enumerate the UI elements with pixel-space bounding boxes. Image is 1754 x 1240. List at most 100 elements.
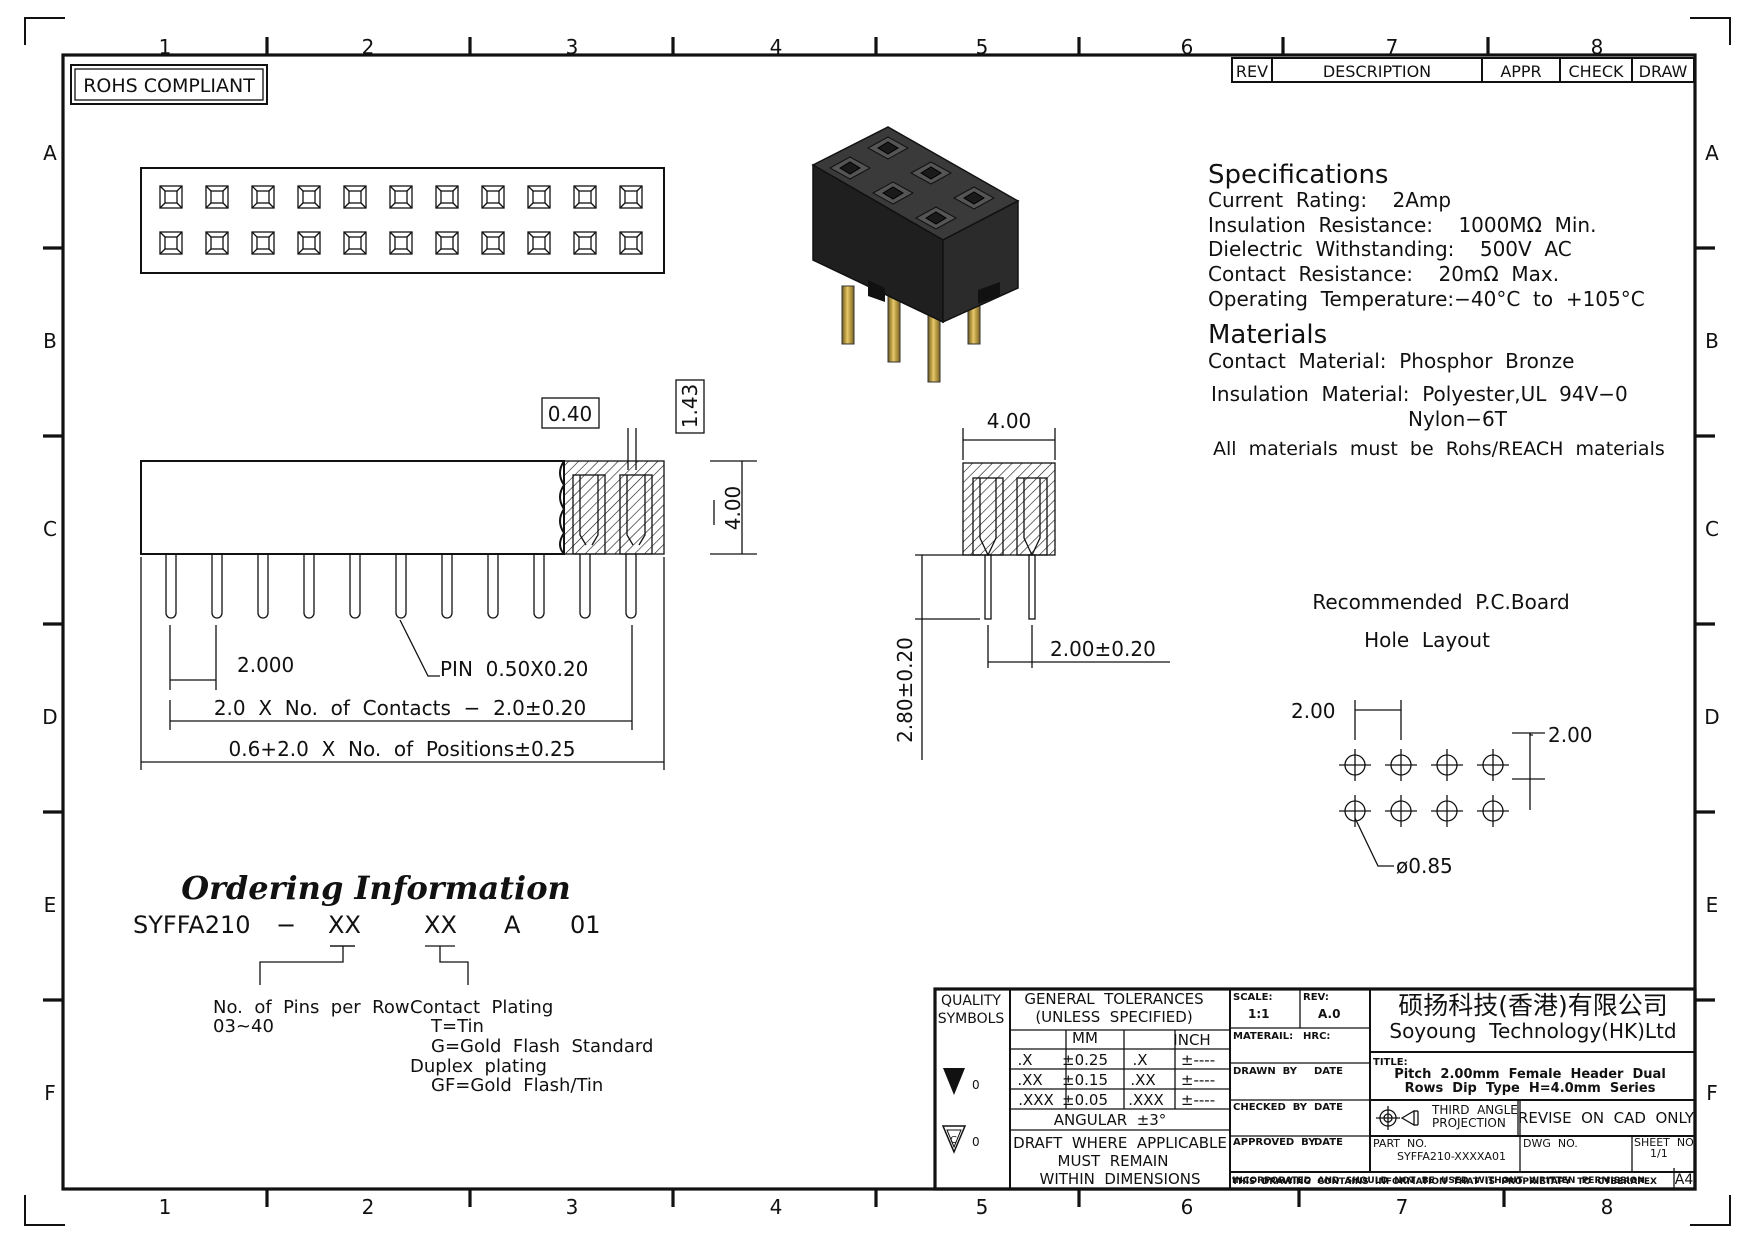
side-view-dimensions: 0.40 1.43 4.00 2.000 PIN 0.50X0.20 2.0 X…: [140, 379, 757, 770]
top-view-cavity: [389, 185, 413, 209]
zone-col-top-1: 1: [159, 35, 172, 59]
zone-ticks: [43, 37, 1715, 1207]
checked-date: DATE: [1314, 1102, 1343, 1113]
spec-dielectric: Dielectric Withstanding: 500V AC: [1208, 237, 1572, 261]
corner-marks: [24, 17, 1731, 1226]
side-view-pin: [257, 554, 269, 619]
side-view-pin: [579, 554, 591, 619]
tol-x-inch: .X: [1132, 1051, 1147, 1069]
zone-col-top-8: 8: [1591, 35, 1604, 59]
zone-col-bottom-7: 7: [1396, 1195, 1409, 1219]
ordering-plating-t: T=Tin: [430, 1016, 484, 1037]
title-block: QUALITY SYMBOLS 0 C 0 GENERAL TOLERANCES…: [933, 987, 1697, 1191]
symbols-label: SYMBOLS: [938, 1011, 1005, 1027]
pcb-hole: [1385, 749, 1417, 781]
scale-label: SCALE:: [1233, 992, 1272, 1003]
pcb-title-2: Hole Layout: [1364, 628, 1490, 652]
symbol-v2-value: 0: [972, 1135, 980, 1149]
zone-col-top-7: 7: [1386, 35, 1399, 59]
zone-row-right-a: A: [1705, 141, 1719, 165]
tol-x-val: ±0.25: [1062, 1051, 1108, 1069]
symbol-v1-value: 0: [972, 1078, 980, 1092]
material-label: MATERAIL:: [1233, 1031, 1293, 1042]
pcb-hole: [1339, 795, 1371, 827]
dim-pin: PIN 0.50X0.20: [440, 657, 588, 681]
top-view-cavity: [343, 231, 367, 255]
top-view-cavity: [251, 185, 275, 209]
dwg-no-label: DWG NO.: [1523, 1137, 1578, 1150]
ordering-plating-gf: GF=Gold Flash/Tin: [431, 1075, 603, 1096]
materials-heading: Materials: [1208, 320, 1327, 350]
pcb-hole-layout: Recommended P.C.Board Hole Layout 2.00 2…: [1291, 590, 1593, 878]
rohs-badge: ROHS COMPLIANT: [70, 64, 268, 105]
zone-col-top-2: 2: [362, 35, 375, 59]
iso-cavity: [914, 206, 958, 230]
side-view-pin: [487, 554, 499, 619]
iso-cavity: [871, 181, 915, 205]
zone-row-left-f: F: [44, 1081, 56, 1105]
side-view-pin: [349, 554, 361, 619]
title-label: TITLE:: [1373, 1057, 1408, 1068]
zone-row-left-d: D: [42, 705, 57, 729]
code-01: 01: [570, 911, 601, 939]
approved-date: DATE: [1314, 1137, 1343, 1148]
code-dash: −: [276, 911, 296, 939]
top-view: [140, 167, 665, 274]
ordering-plating-duplex: Duplex plating: [410, 1056, 547, 1077]
ordering-pins-label: No. of Pins per Row: [213, 997, 410, 1018]
connector-3d-render: [811, 126, 1020, 383]
code-pins: XX: [328, 911, 361, 939]
side-view-pin: [533, 554, 545, 619]
zone-col-top-3: 3: [566, 35, 579, 59]
spec-insulation-resistance: Insulation Resistance: 1000MΩ Min.: [1208, 213, 1596, 237]
dim-tail: 2.80±0.20: [893, 637, 917, 743]
symbol-c: C: [950, 1135, 957, 1146]
revise-on-cad: REVISE ON CAD ONLY: [1518, 1109, 1695, 1127]
dim-pitch: 2.000: [237, 653, 294, 677]
iso-cavity: [828, 156, 872, 180]
code-plating: XX: [424, 911, 457, 939]
top-view-cavity: [527, 185, 551, 209]
tol-xxx-val: ±0.05: [1062, 1091, 1108, 1109]
zone-col-bottom-4: 4: [770, 1195, 783, 1219]
zone-row-left-b: B: [43, 329, 57, 353]
mm-header: MM: [1072, 1029, 1098, 1047]
side-view: [140, 460, 665, 619]
revision-table: REV DESCRIPTION APPR CHECK DRAW: [1231, 57, 1695, 83]
tol-x-inch-val: ±----: [1181, 1051, 1215, 1069]
dim-040: 0.40: [548, 402, 593, 426]
part-no-label: PART NO.: [1373, 1137, 1427, 1150]
spec-contact-resistance: Contact Resistance: 20mΩ Max.: [1208, 262, 1559, 286]
side-view-pin: [625, 554, 637, 619]
code-a: A: [504, 911, 521, 939]
draft-note-2: MUST REMAIN: [1058, 1152, 1169, 1170]
top-view-cavity: [389, 231, 413, 255]
inch-header: INCH: [1173, 1031, 1210, 1049]
tol-xx-inch-val: ±----: [1181, 1071, 1215, 1089]
ordering-plating-g: G=Gold Flash Standard: [431, 1036, 653, 1057]
top-view-cavity: [251, 231, 275, 255]
appr-header: APPR: [1500, 62, 1541, 81]
side-view-pin: [211, 554, 223, 619]
iso-cavity: [952, 186, 996, 210]
zone-row-right-e: E: [1706, 893, 1719, 917]
projection-2: PROJECTION: [1432, 1116, 1506, 1130]
top-view-cavity: [573, 231, 597, 255]
description-header: DESCRIPTION: [1323, 62, 1431, 81]
zone-row-right-f: F: [1706, 1081, 1718, 1105]
top-view-cavity: [573, 185, 597, 209]
drawn-by: DRAWN BY: [1233, 1066, 1298, 1077]
zone-row-right-d: D: [1704, 705, 1719, 729]
checked-by: CHECKED BY: [1233, 1102, 1308, 1113]
top-view-cavity: [619, 231, 643, 255]
angular-tolerance: ANGULAR ±3°: [1054, 1111, 1167, 1129]
side-view-pin: [441, 554, 453, 619]
materials-note: All materials must be Rohs/REACH materia…: [1213, 438, 1665, 460]
zone-col-top-4: 4: [770, 35, 783, 59]
zone-col-bottom-2: 2: [362, 1195, 375, 1219]
dim-row-pitch: 2.00±0.20: [1050, 637, 1156, 661]
pcb-hole: [1431, 795, 1463, 827]
spec-heading: Specifications: [1208, 160, 1388, 190]
material-insulation-nylon: Nylon−6T: [1408, 407, 1508, 431]
